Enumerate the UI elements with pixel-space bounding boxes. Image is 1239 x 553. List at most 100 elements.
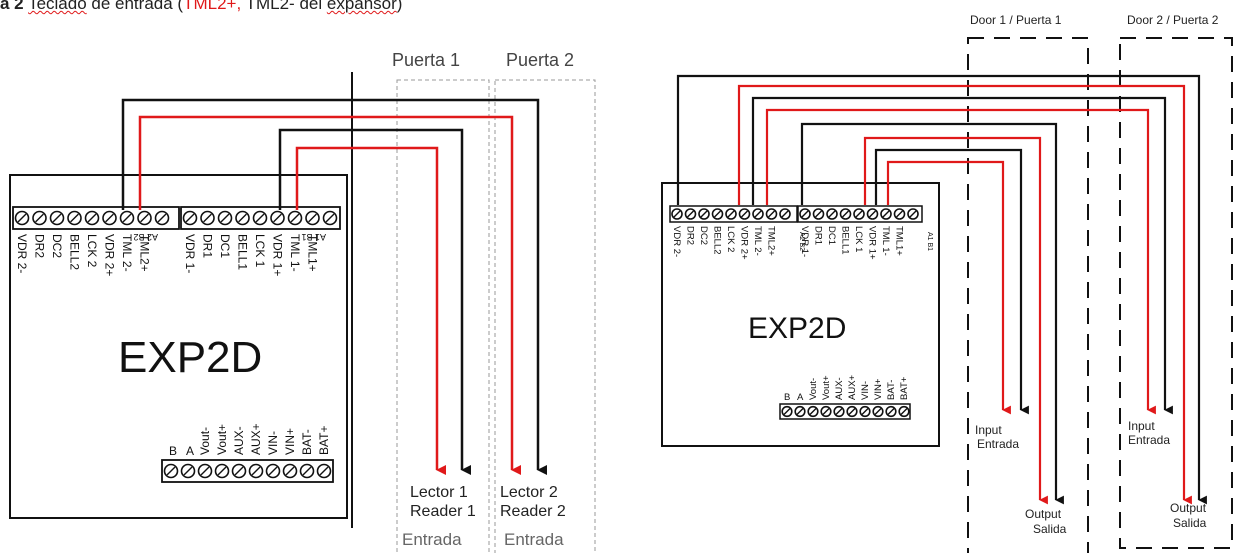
right-device-box bbox=[661, 182, 940, 447]
right-top-terminal-label: DC1 bbox=[826, 226, 837, 245]
right-bottom-terminal-label: BAT- bbox=[886, 380, 897, 400]
left-bottom-screw-slot bbox=[285, 466, 295, 476]
right-input1-es: Entrada bbox=[977, 437, 1019, 451]
right-door1-label: Door 1 / Puerta 1 bbox=[970, 13, 1062, 27]
left-bottom-screw-slot bbox=[166, 466, 176, 476]
left-reader1-en: Reader 1 bbox=[410, 503, 476, 520]
right-bottom-terminal-label: Vout- bbox=[808, 378, 819, 400]
left-bottom-terminal-label: B bbox=[169, 444, 177, 458]
left-top-terminal-label: A1 B1 bbox=[301, 232, 326, 242]
right-top-screw-slot bbox=[896, 210, 903, 218]
left-door2-box bbox=[494, 79, 596, 553]
right-top-terminal-label: DR2 bbox=[685, 226, 696, 245]
left-wire-tml1-plus bbox=[295, 146, 446, 475]
right-bottom-terminal-label: BAT+ bbox=[899, 376, 910, 400]
left-wire-tml2-plus bbox=[138, 115, 521, 475]
right-output2-en: Output bbox=[1170, 501, 1207, 515]
left-top-screw-slot bbox=[273, 213, 282, 223]
right-top-screw-slot bbox=[687, 210, 694, 218]
left-top-screw-slot bbox=[17, 213, 27, 223]
left-top-terminal-label: DR1 bbox=[201, 234, 215, 258]
left-entrada-1: Entrada bbox=[402, 530, 462, 549]
left-top-screw-slot bbox=[290, 213, 300, 223]
right-wire-tml2-minus bbox=[751, 96, 1173, 415]
left-power-terminal-housing bbox=[161, 459, 334, 483]
right-wire-vdr1-minus bbox=[800, 122, 1064, 505]
right-wire-vdr2-plus bbox=[737, 84, 1192, 505]
left-bottom-screw-slot bbox=[302, 466, 312, 476]
left-top-terminal-label: DC2 bbox=[50, 234, 64, 258]
right-top-screw-slot bbox=[882, 210, 890, 218]
left-bottom-terminal-label: AUX- bbox=[232, 426, 246, 455]
right-top-screw-slot bbox=[869, 210, 876, 218]
right-top-terminal-label: DR1 bbox=[813, 226, 824, 245]
right-top-terminal-label: A2 B2 bbox=[798, 232, 805, 251]
right-top-terminal-label: A1 B1 bbox=[926, 232, 933, 251]
left-bottom-terminal-label: Vout- bbox=[198, 427, 212, 455]
right-top-terminal-label: DC2 bbox=[698, 226, 709, 245]
left-top-terminal-label: VDR 2- bbox=[15, 234, 29, 273]
left-top-terminal-label: LCK 1 bbox=[253, 234, 267, 268]
left-wire-tml2-minus bbox=[121, 98, 547, 475]
left-top-terminal-label: TML1+ bbox=[306, 234, 320, 272]
right-bottom-screw-slot bbox=[848, 408, 856, 415]
right-bottom-screw-slot bbox=[900, 408, 908, 415]
right-top-screw-slot bbox=[909, 210, 917, 218]
left-top-screw-slot bbox=[220, 213, 230, 223]
left-top-screw-slot bbox=[87, 213, 97, 223]
right-top-terminal-label: VDR 1+ bbox=[867, 226, 878, 260]
left-top-screw-slot bbox=[122, 213, 132, 223]
left-device-name: EXP2D bbox=[118, 333, 262, 382]
left-entrada-2: Entrada bbox=[504, 530, 564, 549]
left-top-screw-slot bbox=[185, 213, 195, 223]
right-top-screw-slot bbox=[714, 210, 721, 218]
left-top-terminal-label: TML2+ bbox=[138, 234, 152, 272]
right-top-terminal-label: VDR 2- bbox=[671, 226, 682, 257]
right-bottom-terminal-label: AUX+ bbox=[847, 374, 858, 400]
left-bottom-screw-slot bbox=[234, 466, 244, 476]
left-reader2-es: Lector 2 bbox=[500, 484, 558, 501]
left-reader1-es: Lector 1 bbox=[410, 484, 468, 501]
right-wire-vdr2-minus bbox=[676, 74, 1207, 505]
right-bottom-screw-slot bbox=[822, 408, 830, 415]
right-device-name: EXP2D bbox=[748, 312, 846, 345]
right-top-terminal-label: TML2+ bbox=[766, 226, 777, 256]
left-bottom-screw-slot bbox=[268, 466, 278, 476]
right-top-terminal-label: BELL2 bbox=[712, 226, 723, 255]
left-top-terminal-label: VDR 1+ bbox=[271, 234, 285, 276]
right-top-screw-slot bbox=[855, 210, 863, 218]
right-input2-en: Input bbox=[1128, 419, 1155, 433]
left-bottom-terminal-label: VIN- bbox=[266, 431, 280, 455]
right-power-terminal-housing bbox=[779, 403, 911, 420]
left-top-screw-slot bbox=[203, 213, 212, 223]
right-diagram: Door 1 / Puerta 1 Door 2 / Puerta 2 VDR … bbox=[661, 13, 1233, 553]
left-top-terminal-label: TML 1- bbox=[288, 234, 302, 272]
left-top-terminal-label: BELL1 bbox=[236, 234, 250, 270]
left-top-screw-slot bbox=[238, 213, 247, 223]
left-bottom-screw-slot bbox=[200, 466, 210, 476]
right-bottom-screw-slot bbox=[783, 408, 791, 415]
left-door2-label: Puerta 2 bbox=[506, 50, 574, 70]
left-top-screw-slot bbox=[70, 213, 79, 223]
left-top-terminal-label: VDR 2+ bbox=[103, 234, 117, 276]
right-bottom-screw-slot bbox=[887, 408, 895, 415]
left-top-screw-slot bbox=[255, 213, 265, 223]
right-bottom-terminal-label: VIN- bbox=[860, 381, 871, 400]
right-wire-tml1-minus bbox=[874, 148, 1029, 415]
left-device-box bbox=[9, 174, 348, 519]
right-bottom-screw-slot bbox=[835, 408, 843, 415]
right-top-screw-slot bbox=[768, 210, 775, 218]
right-terminal-housing-1 bbox=[797, 205, 923, 223]
right-bottom-terminal-label: B bbox=[784, 392, 790, 403]
left-bottom-terminal-label: VIN+ bbox=[283, 428, 297, 455]
right-top-screw-slot bbox=[673, 210, 681, 218]
left-top-screw-slot bbox=[140, 213, 149, 223]
right-bottom-screw-slot bbox=[861, 408, 869, 415]
right-top-screw-slot bbox=[727, 210, 735, 218]
left-top-terminal-label: LCK 2 bbox=[85, 234, 99, 268]
right-top-terminal-label: BELL1 bbox=[840, 226, 851, 255]
